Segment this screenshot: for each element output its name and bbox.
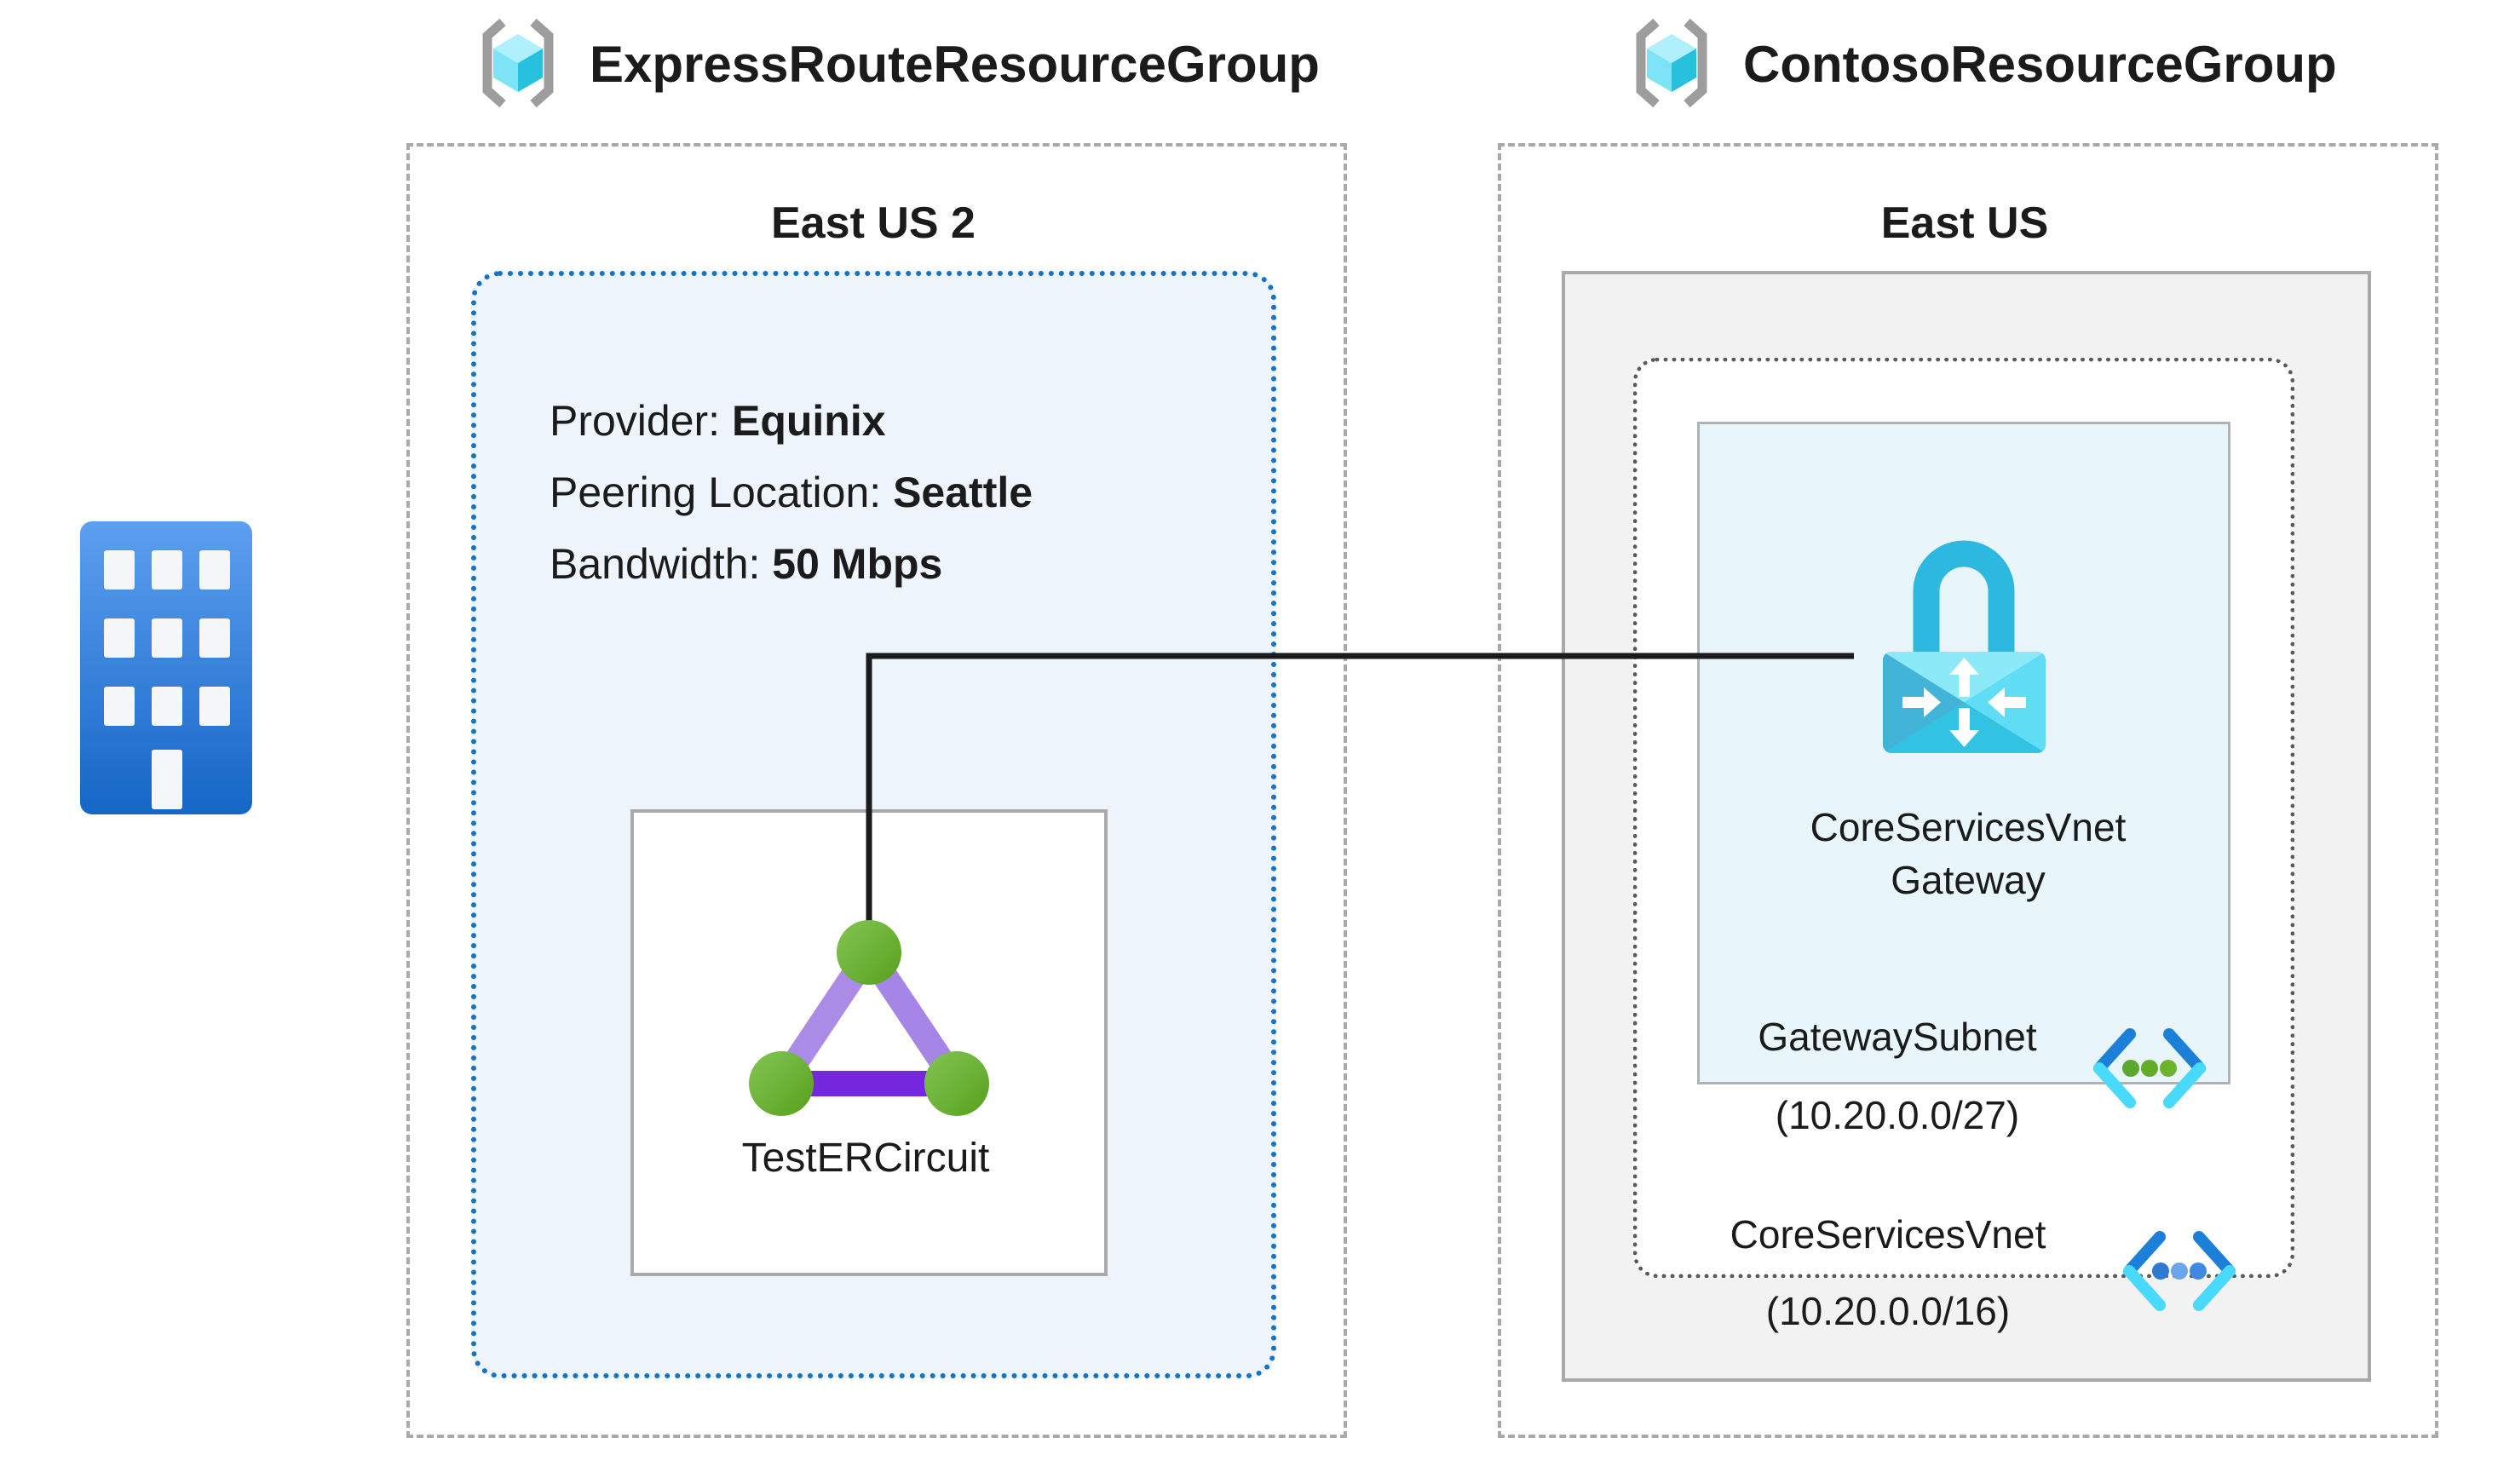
bandwidth-line: Bandwidth: 50 Mbps <box>550 528 1033 600</box>
peering-location-label: Peering Location: <box>550 469 882 516</box>
circuit-name-label: TestERCircuit <box>741 1136 990 1181</box>
virtual-network-icon <box>2115 1223 2243 1319</box>
gateway-name-line1: CoreServicesVnet <box>1810 805 2127 849</box>
subnet-icon <box>2086 1021 2213 1116</box>
gateway-name-label: CoreServicesVnet Gateway <box>1747 801 2190 906</box>
contoso-resource-group-icon <box>1620 12 1723 114</box>
building-icon <box>77 518 256 818</box>
peering-location-value: Seattle <box>893 469 1033 516</box>
vpn-gateway-icon <box>1873 530 2056 768</box>
subnet-name-label: GatewaySubnet <box>1758 1015 2037 1059</box>
vnet-name-label: CoreServicesVnet <box>1730 1212 2046 1257</box>
right-resource-group-title: ContosoResourceGroup <box>1743 36 2337 93</box>
bandwidth-label: Bandwidth: <box>550 540 761 588</box>
peering-location-line: Peering Location: Seattle <box>550 457 1033 528</box>
expressroute-resource-group-icon <box>467 12 569 114</box>
subnet-cidr-label: (10.20.0.0/27) <box>1775 1093 2020 1137</box>
provider-line: Provider: Equinix <box>550 385 1033 457</box>
region-label-east-us-2: East US 2 <box>771 198 976 248</box>
left-resource-group-title: ExpressRouteResourceGroup <box>590 36 1320 93</box>
region-label-east-us: East US <box>1880 198 2049 248</box>
bandwidth-value: 50 Mbps <box>772 540 943 588</box>
circuit-info-block: Provider: Equinix Peering Location: Seat… <box>550 385 1033 600</box>
gateway-name-line2: Gateway <box>1891 858 2046 902</box>
vnet-cidr-label: (10.20.0.0/16) <box>1765 1289 2011 1333</box>
expressroute-circuit-icon <box>741 905 997 1119</box>
provider-value: Equinix <box>731 397 886 445</box>
provider-label: Provider: <box>550 397 721 445</box>
